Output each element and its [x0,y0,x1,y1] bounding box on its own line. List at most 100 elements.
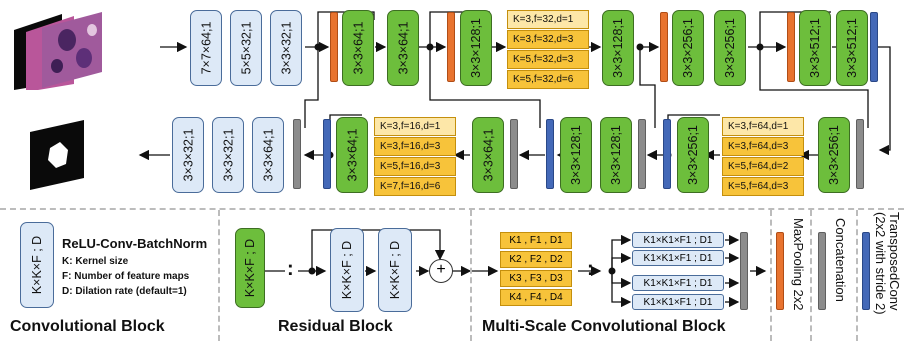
conv-label: K×K×F ; D [388,240,403,300]
legend-top-border [0,208,904,210]
output-conv-block-3: 3×3×64;1 [252,117,284,193]
ms-legend-row: K1 , F1 , D1 [500,232,572,249]
decoder-residual-conv-1a: 3×3×64;1 [336,117,368,193]
conv-label: 3×3×32;1 [221,128,235,182]
transposed-bar-1 [870,12,878,82]
ms-row: K=3,f=32,d=1 [507,10,589,29]
transposed-bar-4 [663,119,671,189]
conv-label: 3×3×512;1 [808,18,823,78]
transposed-label-2: (2x2 with stride 2) [873,212,888,315]
input-conv-block-1: 7×7×64;1 [190,10,222,86]
maxpool-bar-4 [787,12,795,82]
conv-label: 3×3×32;1 [181,128,195,182]
conv-label: K×K×F ; D [340,240,355,300]
ms-block-title: Multi-Scale Convolutional Block [482,318,726,335]
conv-desc-title: ReLU-Conv-BatchNorm [62,236,208,251]
ms-row: K=5,f=64,d=2 [722,157,804,176]
maxpool-bar-3 [660,12,668,82]
multiscale-block-dec-1: K=3,f=16,d=1 K=3,f=16,d=3 K=5,f=16,d=3 K… [374,117,456,197]
conv-label: 3×3×128;1 [469,18,484,78]
conv-desc-line: F: Number of feature maps [62,271,190,282]
ms-row: K=7,f=16,d=6 [374,177,456,196]
legend-transposed-bar [862,232,870,310]
multiscale-block-enc: K=3,f=32,d=1 K=3,f=32,d=3 K=5,f=32,d=3 K… [507,10,589,90]
conv-label: 3×3×256;1 [827,125,842,185]
legend-separator-3 [770,210,772,341]
conv-label: 3×3×256;1 [681,18,696,78]
ms-row: K=5,f=16,d=3 [374,157,456,176]
conv-label: 3×3×256;1 [686,125,701,185]
residual-conv-3b: 3×3×256;1 [714,10,746,86]
legend-separator-2 [470,210,472,341]
conv-desc-line: D: Dilation rate (default=1) [62,286,187,297]
decoder-residual-conv-1b: 3×3×64;1 [472,117,504,193]
legend-ms-concat-bar [740,232,748,310]
input-image-stack [12,10,122,92]
conv-label: 3×3×64;1 [396,21,410,75]
ms-row: K=5,f=64,d=3 [722,177,804,196]
concat-bar-3 [638,119,646,189]
conv-desc-line: K: Kernel size [62,256,129,267]
conv-label: 3×3×64;1 [481,128,495,182]
legend-maxpool-bar [776,232,784,310]
ms-legend-row: K2 , F2 , D2 [500,251,572,268]
transposed-bar-3 [546,119,554,189]
concat-label: Concatenation [833,218,848,302]
decoder-residual-conv-3b: 3×3×256;1 [818,117,850,193]
legend-separator-1 [218,210,220,341]
transposed-label-1: TransposedConv [887,212,902,311]
legend-conv-block: K×K×F ; D [20,222,54,308]
concat-bar-4 [856,119,864,189]
ms-row: K=5,f=32,d=3 [507,50,589,69]
ms-row: K=3,f=64,d=1 [722,117,804,136]
ms-row: K=3,f=16,d=3 [374,137,456,156]
conv-label: 3×3×128;1 [611,18,626,78]
residual-conv-1b: 3×3×64;1 [387,10,419,86]
residual-conv-2a: 3×3×128;1 [460,10,492,86]
transposed-bar-2 [323,119,331,189]
conv-label: 3×3×64;1 [351,21,365,75]
ms-legend-row: K3 , F3 , D3 [500,270,572,287]
residual-block-title: Residual Block [278,318,393,335]
legend-residual-inner-2: K×K×F ; D [378,228,412,312]
ms-legend-row: K4 , F4 , D4 [500,289,572,306]
residual-conv-2b: 3×3×128;1 [602,10,634,86]
ms-row: K=3,f=32,d=3 [507,30,589,49]
output-mask-image [28,120,88,190]
legend-residual-label: K×K×F ; D [243,238,258,298]
ms-legend-conv: K1×K1×F1 ; D1 [632,232,724,248]
add-icon: + [429,259,453,283]
ms-legend-conv: K1×K1×F1 ; D1 [632,275,724,291]
residual-conv-4a: 3×3×512;1 [799,10,831,86]
decoder-residual-conv-2a: 3×3×128;1 [560,117,592,193]
ms-row: K=5,f=32,d=6 [507,70,589,89]
legend-residual-block: K×K×F ; D [235,228,265,308]
conv-label: 3×3×256;1 [723,18,738,78]
output-conv-block-1: 3×3×32;1 [172,117,204,193]
legend-separator-4 [810,210,812,341]
conv-label: 3×3×64;1 [261,128,275,182]
residual-conv-3a: 3×3×256;1 [672,10,704,86]
concat-bar-2 [510,119,518,189]
conv-label: 3×3×32;1 [279,21,293,75]
maxpool-bar-2 [447,12,455,82]
multiscale-block-dec-3: K=3,f=64,d=1 K=3,f=64,d=3 K=5,f=64,d=2 K… [722,117,804,197]
input-conv-block-2: 5×5×32;1 [230,10,262,86]
conv-block-title: Convolutional Block [10,318,165,335]
equiv-symbol: : [587,258,594,280]
decoder-residual-conv-2b: 3×3×128;1 [600,117,632,193]
equiv-symbol: : [287,258,294,280]
legend-separator-5 [856,210,858,341]
concat-bar-1 [293,119,301,189]
residual-conv-4b: 3×3×512;1 [836,10,868,86]
ms-row: K=3,f=16,d=1 [374,117,456,136]
output-conv-block-2: 3×3×32;1 [212,117,244,193]
legend-conv-label: K×K×F ; D [30,235,45,295]
conv-label: 5×5×32;1 [239,21,253,75]
conv-label: 3×3×64;1 [345,128,359,182]
legend-concat-bar [818,232,826,310]
ms-legend-conv: K1×K1×F1 ; D1 [632,250,724,266]
conv-label: 3×3×128;1 [569,125,584,185]
